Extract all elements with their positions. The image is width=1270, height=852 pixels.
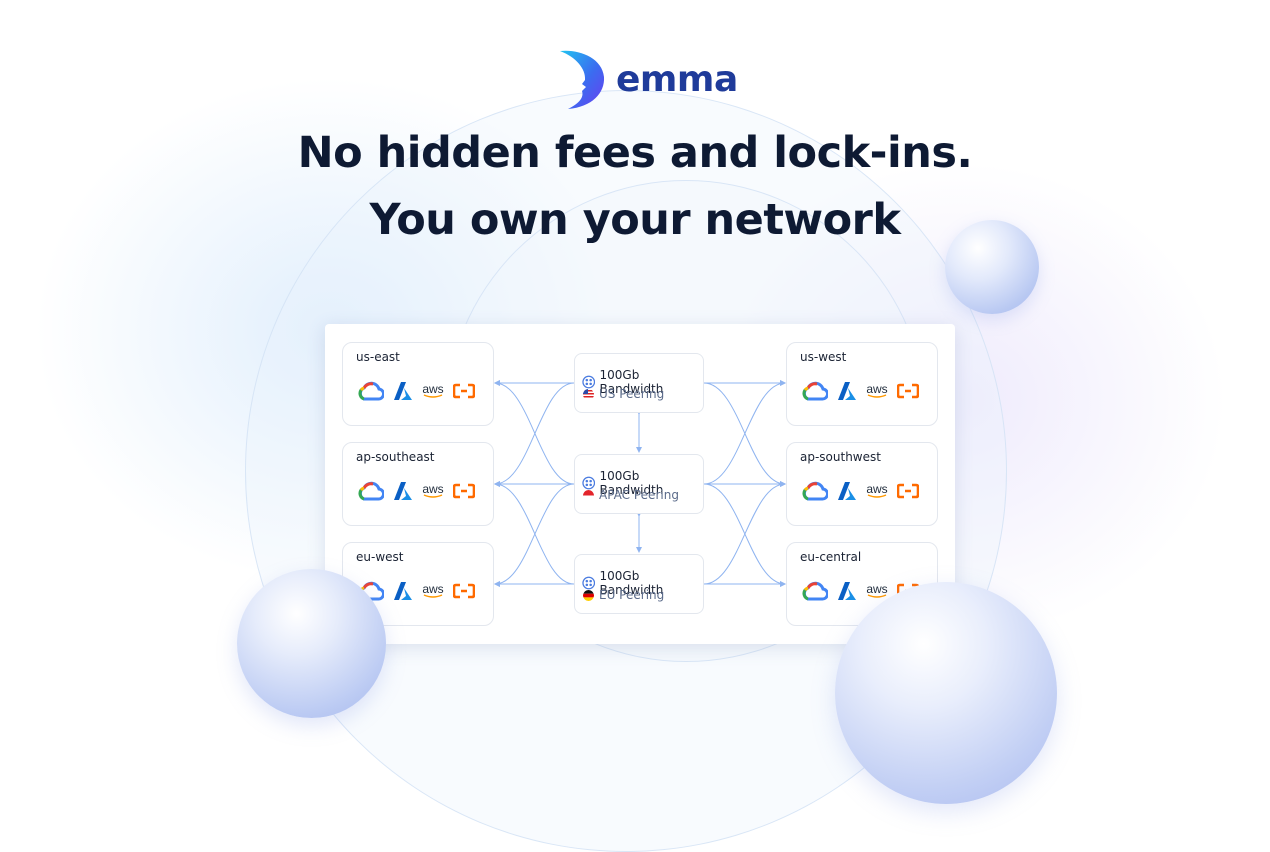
bandwidth-label: 100Gb Bandwidth	[599, 469, 664, 497]
peering-name: US Peering	[599, 387, 665, 401]
aws-icon: aws	[866, 381, 888, 399]
aws-label: aws	[422, 481, 444, 496]
region-name: eu-west	[356, 550, 404, 564]
aws-label: aws	[866, 581, 888, 596]
region-card-ap-southeast: ap-southeast aws	[342, 442, 494, 526]
headline-line-2: You own your network	[369, 195, 901, 245]
peering-region: APAC Peering	[583, 488, 679, 502]
network-diagram-panel: us-east aws ap-southeast aws eu-west aws	[325, 324, 955, 644]
peering-region: US Peering	[583, 387, 664, 401]
decorative-sphere	[835, 582, 1057, 804]
region-card-ap-southwest: ap-southwest aws	[786, 442, 938, 526]
azure-icon	[394, 382, 412, 400]
alibaba-cloud-icon	[897, 383, 919, 399]
aws-label: aws	[422, 581, 444, 596]
network-hub-icon	[582, 476, 596, 490]
aws-label: aws	[422, 381, 444, 396]
emma-logo: emma	[558, 47, 738, 111]
azure-icon	[838, 382, 856, 400]
peering-name: EU Peering	[599, 588, 665, 602]
alibaba-cloud-icon	[897, 483, 919, 499]
region-card-us-west: us-west aws	[786, 342, 938, 426]
connection-lines	[494, 380, 786, 587]
peering-node-eu: 100Gb Bandwidth EU Peering	[574, 554, 704, 614]
provider-icons: aws	[358, 581, 475, 601]
de-flag-icon	[583, 589, 594, 601]
aws-icon: aws	[422, 381, 444, 399]
peering-node-apac: 100Gb Bandwidth APAC Peering	[574, 454, 704, 514]
alibaba-cloud-icon	[453, 583, 475, 599]
region-name: eu-central	[800, 550, 862, 564]
region-name: us-east	[356, 350, 400, 364]
azure-icon	[394, 582, 412, 600]
region-card-us-east: us-east aws	[342, 342, 494, 426]
aws-icon: aws	[422, 581, 444, 599]
azure-icon	[394, 482, 412, 500]
bandwidth-label: 100Gb Bandwidth	[599, 569, 664, 597]
decorative-sphere	[237, 569, 386, 718]
aws-icon: aws	[866, 581, 888, 599]
sg-flag-icon	[583, 489, 594, 501]
peering-region: EU Peering	[583, 588, 664, 602]
google-cloud-icon	[358, 381, 384, 401]
peering-bandwidth: 100Gb Bandwidth	[582, 469, 703, 497]
network-hub-icon	[582, 576, 596, 590]
aws-label: aws	[866, 481, 888, 496]
us-flag-icon	[583, 388, 594, 400]
region-name: ap-southeast	[356, 450, 435, 464]
peering-bandwidth: 100Gb Bandwidth	[582, 368, 703, 396]
bandwidth-label: 100Gb Bandwidth	[599, 368, 664, 396]
peering-node-us: 100Gb Bandwidth US Peering	[574, 353, 704, 413]
emma-wordmark: emma	[616, 58, 738, 100]
azure-icon	[838, 582, 856, 600]
provider-icons: aws	[358, 481, 475, 501]
aws-label: aws	[866, 381, 888, 396]
region-name: ap-southwest	[800, 450, 881, 464]
google-cloud-icon	[802, 481, 828, 501]
emma-face-icon	[560, 50, 605, 109]
google-cloud-icon	[358, 481, 384, 501]
provider-icons: aws	[802, 381, 919, 401]
region-name: us-west	[800, 350, 847, 364]
google-cloud-icon	[802, 581, 828, 601]
azure-icon	[838, 482, 856, 500]
alibaba-cloud-icon	[453, 483, 475, 499]
peering-name: APAC Peering	[599, 488, 679, 502]
headline-line-1: No hidden fees and lock-ins.	[297, 128, 973, 178]
network-hub-icon	[582, 375, 596, 389]
aws-icon: aws	[866, 481, 888, 499]
peering-bandwidth: 100Gb Bandwidth	[582, 569, 703, 597]
provider-icons: aws	[358, 381, 475, 401]
decorative-sphere	[945, 220, 1039, 314]
aws-icon: aws	[422, 481, 444, 499]
provider-icons: aws	[802, 481, 919, 501]
google-cloud-icon	[802, 381, 828, 401]
alibaba-cloud-icon	[453, 383, 475, 399]
